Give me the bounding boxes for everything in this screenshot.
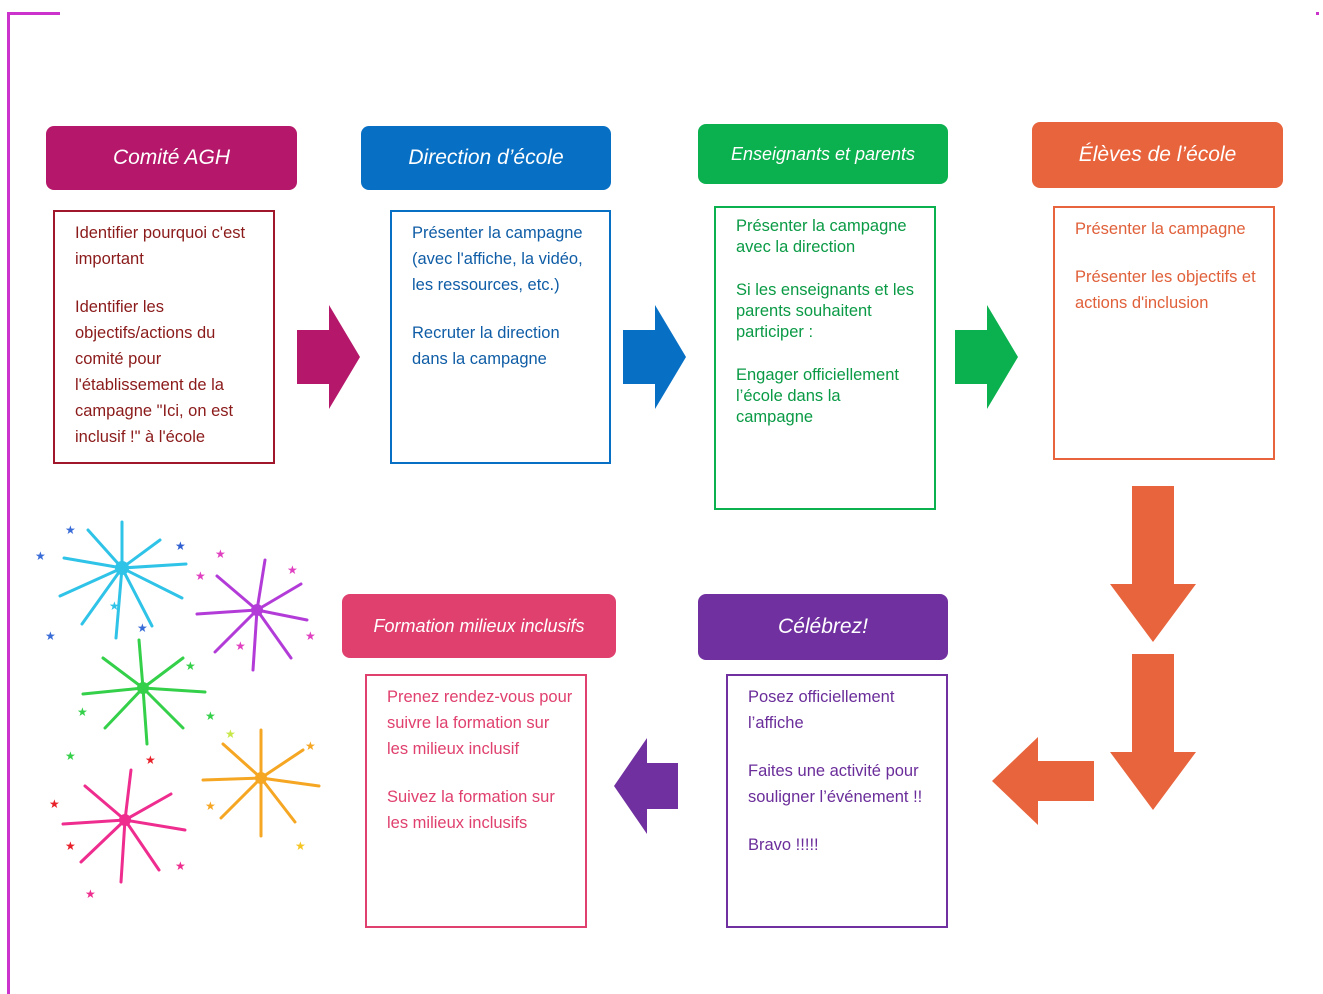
step-paragraph: Identifier les objectifs/actions du comi…: [75, 298, 234, 446]
svg-text:★: ★: [195, 569, 206, 583]
step-title: Comité AGH: [112, 146, 231, 169]
svg-text:★: ★: [65, 749, 76, 763]
svg-text:★: ★: [235, 639, 246, 653]
svg-text:★: ★: [295, 839, 306, 853]
step-paragraph: Si les enseignants et les parents souhai…: [736, 281, 914, 341]
svg-text:★: ★: [205, 799, 216, 813]
step-box-celebrez: Posez officiellement l’affiche Faites un…: [726, 674, 948, 928]
svg-text:★: ★: [175, 539, 186, 553]
step-header-comite-agh: Comité AGH: [46, 126, 297, 190]
svg-text:★: ★: [45, 629, 56, 643]
fireworks-illustration: ★ ★ ★ ★ ★ ★ ★ ★ ★ ★ ★ ★ ★ ★ ★ ★ ★ ★ ★ ★ ★ ★ ★ ★: [35, 520, 321, 901]
firework-burst-purple: [195, 558, 309, 672]
svg-text:★: ★: [35, 549, 46, 563]
firework-burst-orange: [201, 728, 321, 838]
step-header-enseignants-parents: Enseignants et parents: [698, 124, 948, 184]
step-box-formation: Prenez rendez-vous pour suivre la format…: [365, 674, 587, 928]
step-paragraph: Bravo !!!!!: [748, 836, 819, 854]
step-paragraph: Présenter la campagne (avec l'affiche, l…: [412, 224, 583, 294]
svg-text:★: ★: [77, 705, 88, 719]
svg-text:★: ★: [137, 621, 148, 635]
step-header-direction: Direction d’école: [361, 126, 611, 190]
svg-text:★: ★: [65, 523, 76, 537]
firework-burst-pink: [61, 768, 187, 884]
arrow-left-orange: [992, 737, 1094, 825]
arrow-right-3: [955, 305, 1018, 409]
arrow-right-1: [297, 305, 360, 409]
step-paragraph: Présenter les objectifs et actions d'inc…: [1075, 268, 1256, 312]
step-paragraph: Prenez rendez-vous pour suivre la format…: [387, 688, 573, 758]
step-title: Direction d’école: [408, 146, 564, 169]
svg-text:★: ★: [305, 629, 316, 643]
arrow-down-1: [1110, 486, 1196, 642]
step-title: Élèves de l’école: [1078, 143, 1237, 166]
step-paragraph: Identifier pourquoi c'est important: [75, 224, 246, 268]
arrow-left-purple: [614, 738, 678, 834]
step-paragraph: Présenter la campagne: [1075, 220, 1246, 238]
svg-text:★: ★: [287, 563, 298, 577]
step-box-direction: Présenter la campagne (avec l'affiche, l…: [390, 210, 611, 464]
svg-text:★: ★: [49, 797, 60, 811]
arrow-down-2: [1110, 654, 1196, 810]
step-box-eleves: Présenter la campagne Présenter les obje…: [1053, 206, 1275, 460]
arrow-right-2: [623, 305, 686, 409]
step-paragraph: Posez officiellement l’affiche: [748, 688, 895, 732]
svg-text:★: ★: [305, 739, 316, 753]
svg-text:★: ★: [65, 839, 76, 853]
svg-text:★: ★: [205, 709, 216, 723]
step-paragraph: Engager officiellement l’école dans la c…: [736, 366, 899, 426]
firework-burst-green: [81, 638, 207, 746]
svg-text:★: ★: [175, 859, 186, 873]
svg-text:★: ★: [225, 727, 236, 741]
step-paragraph: Faites une activité pour souligner l’évé…: [748, 762, 923, 806]
step-box-comite-agh: Identifier pourquoi c'est important Iden…: [53, 210, 275, 464]
step-header-formation: Formation milieux inclusifs: [342, 594, 616, 658]
svg-text:★: ★: [185, 659, 196, 673]
step-paragraph: Recruter la direction dans la campagne: [412, 324, 560, 368]
svg-text:★: ★: [85, 887, 96, 901]
page-frame-top-line: [7, 12, 60, 15]
step-header-eleves: Élèves de l’école: [1032, 122, 1283, 188]
step-header-celebrez: Célébrez!: [698, 594, 948, 660]
step-box-enseignants-parents: Présenter la campagne avec la direction …: [714, 206, 936, 510]
svg-text:★: ★: [215, 547, 226, 561]
page-frame-corner-mark: [1316, 12, 1319, 15]
step-title: Formation milieux inclusifs: [373, 615, 585, 636]
step-paragraph: Présenter la campagne avec la direction: [736, 217, 907, 256]
svg-text:★: ★: [109, 599, 120, 613]
firework-stars: ★ ★ ★ ★ ★ ★ ★ ★ ★ ★ ★ ★ ★ ★ ★ ★ ★ ★ ★ ★ ★ ★ ★ ★: [35, 523, 316, 901]
step-title: Célébrez!: [778, 615, 868, 638]
svg-text:★: ★: [145, 753, 156, 767]
step-title: Enseignants et parents: [730, 143, 916, 164]
firework-burst-cyan: [58, 520, 188, 640]
step-paragraph: Suivez la formation sur les milieux incl…: [387, 788, 555, 832]
page-frame-left-line: [7, 12, 10, 994]
